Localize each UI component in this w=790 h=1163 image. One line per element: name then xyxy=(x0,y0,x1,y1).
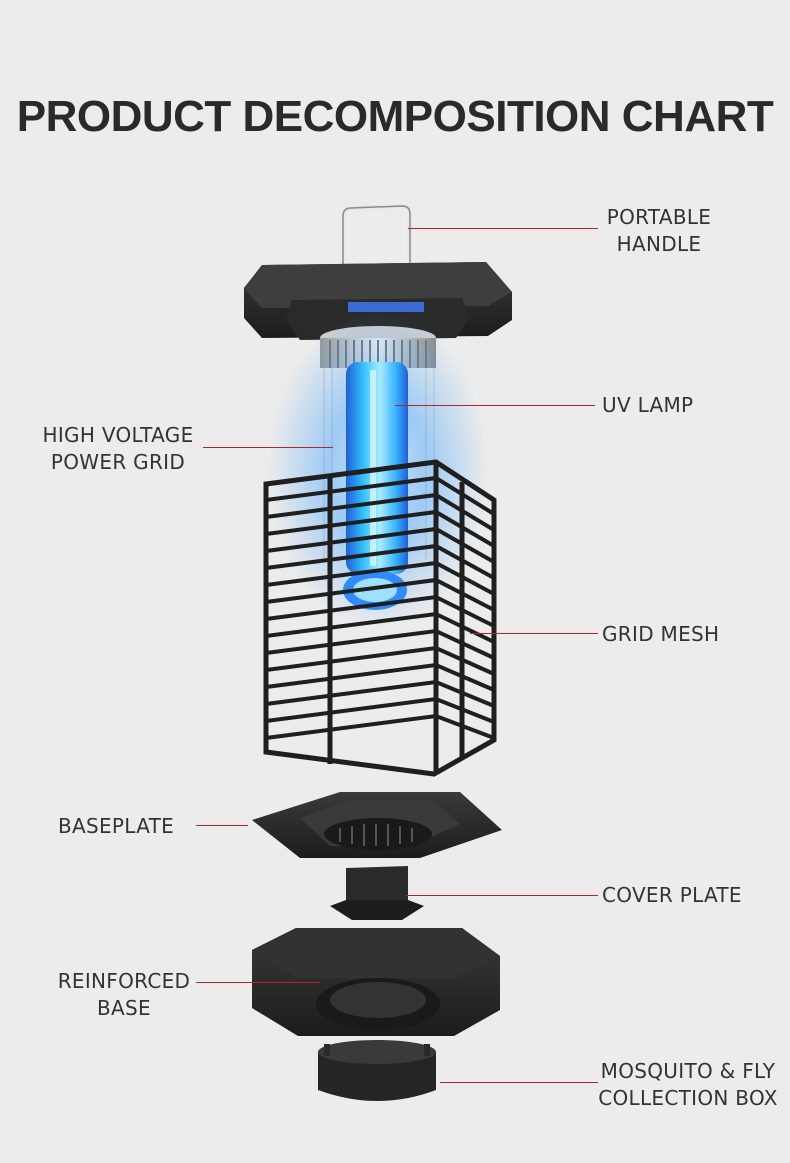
label-line: COLLECTION BOX xyxy=(598,1086,778,1110)
label-line: BASE xyxy=(97,996,151,1020)
cover-plate-part xyxy=(330,866,424,920)
label-line: BASEPLATE xyxy=(58,814,175,838)
label-line: PORTABLE xyxy=(606,205,712,229)
power-grid-leader xyxy=(203,447,333,448)
label-reinforced-base: REINFORCED BASE xyxy=(56,968,192,1022)
label-collection-box: MOSQUITO & FLY COLLECTION BOX xyxy=(598,1058,778,1112)
reinforced-base-leader xyxy=(196,982,320,983)
label-baseplate: BASEPLATE xyxy=(58,813,192,840)
label-uv-lamp: UV LAMP xyxy=(602,392,698,419)
baseplate-leader xyxy=(196,825,248,826)
label-line: POWER GRID xyxy=(50,450,186,474)
collection-box-leader xyxy=(440,1082,598,1083)
label-cover-plate: COVER PLATE xyxy=(602,882,762,909)
label-line: GRID MESH xyxy=(602,622,720,646)
label-line: HIGH VOLTAGE xyxy=(42,423,194,447)
label-line: HANDLE xyxy=(616,232,702,256)
label-line: COVER PLATE xyxy=(602,883,742,907)
label-line: MOSQUITO & FLY xyxy=(600,1059,776,1083)
label-high-voltage-power-grid: HIGH VOLTAGE POWER GRID xyxy=(40,422,196,476)
uv-lamp-leader xyxy=(395,405,595,406)
label-line: REINFORCED xyxy=(57,969,191,993)
label-portable-handle: PORTABLE HANDLE xyxy=(600,204,718,258)
label-line: UV LAMP xyxy=(602,393,694,417)
label-grid-mesh: GRID MESH xyxy=(602,621,726,648)
grid-mesh-leader xyxy=(470,633,598,634)
portable-handle-leader xyxy=(408,228,598,229)
collection-box-part xyxy=(318,1040,436,1101)
portable-handle-part xyxy=(340,203,413,270)
grid-mesh-part xyxy=(263,459,497,777)
reinforced-base-part xyxy=(252,928,500,1036)
cover-plate-leader xyxy=(406,895,598,896)
chart-title: PRODUCT DECOMPOSITION CHART xyxy=(16,92,774,141)
baseplate-part xyxy=(252,792,502,858)
